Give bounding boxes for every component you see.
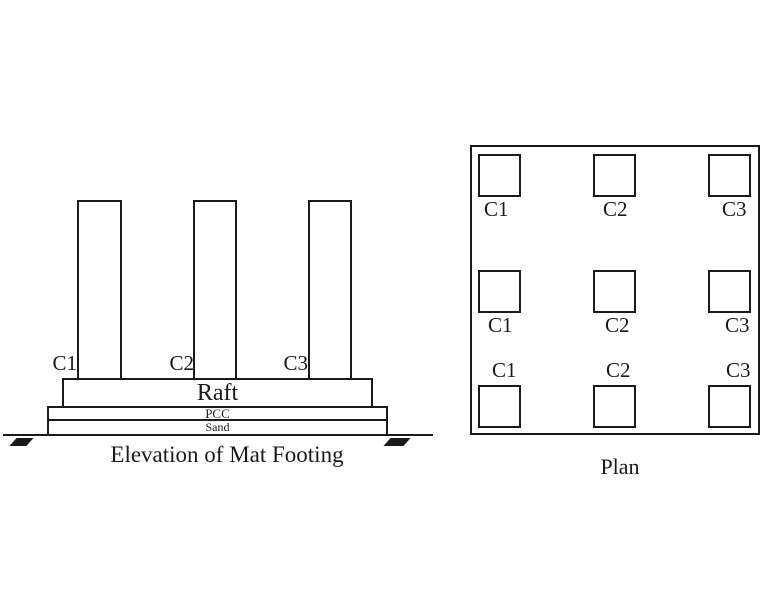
raft-label: Raft (196, 380, 239, 406)
plan-square-r3-c3 (708, 385, 751, 428)
plan-square-r2-c1 (478, 270, 521, 313)
elevation-column-3 (308, 200, 352, 378)
pcc-label: PCC (205, 406, 230, 421)
plan-square-r2-c2 (593, 270, 636, 313)
elevation-column-label-c3: C3 (283, 351, 308, 375)
plan-label-r2-c3: C3 (725, 313, 750, 337)
plan-square-r3-c2 (593, 385, 636, 428)
plan-square-r1-c2 (593, 154, 636, 197)
plan-square-r2-c3 (708, 270, 751, 313)
plan-label-r3-c2: C2 (606, 358, 631, 382)
elevation-column-1 (77, 200, 122, 378)
plan-label-r2-c1: C1 (488, 313, 513, 337)
plan-square-r3-c1 (478, 385, 521, 428)
raft-box: Raft (62, 378, 373, 406)
plan-label-r3-c3: C3 (726, 358, 751, 382)
ground-line (3, 434, 433, 436)
plan-label-r2-c2: C2 (605, 313, 630, 337)
pcc-box: PCC (47, 406, 388, 421)
elevation-title: Elevation of Mat Footing (110, 442, 344, 467)
elevation-column-label-c2: C2 (169, 351, 194, 375)
sand-label: Sand (205, 420, 230, 434)
ground-hatch-left-icon (9, 438, 34, 446)
plan-title: Plan (600, 454, 640, 479)
plan-square-r1-c3 (708, 154, 751, 197)
plan-label-r1-c2: C2 (603, 197, 628, 221)
plan-square-r1-c1 (478, 154, 521, 197)
elevation-column-label-c1: C1 (52, 351, 77, 375)
plan-label-r3-c1: C1 (492, 358, 517, 382)
sand-box: Sand (47, 419, 388, 434)
plan-label-r1-c3: C3 (722, 197, 747, 221)
plan-label-r1-c1: C1 (484, 197, 509, 221)
elevation-column-2 (193, 200, 237, 378)
